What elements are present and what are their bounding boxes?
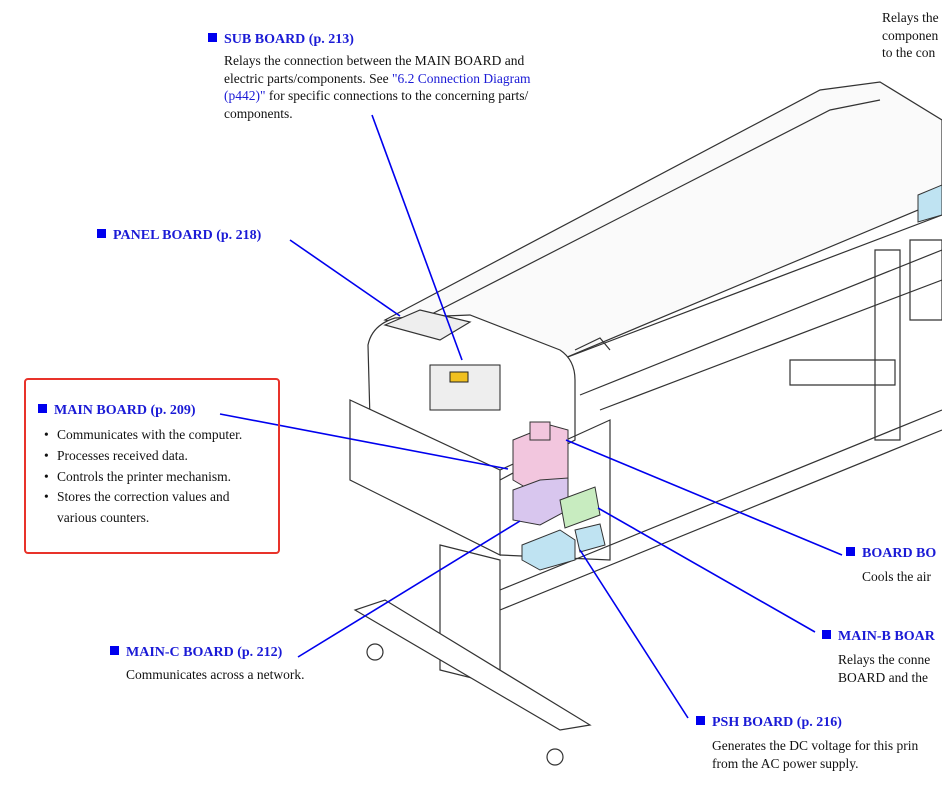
bullet-item: Stores the correction values and <box>44 487 242 508</box>
bullet-square-icon <box>846 547 855 556</box>
desc-line: Relays the connection between the MAIN B… <box>224 53 525 68</box>
psh-board-leader-line <box>579 549 689 719</box>
psh-board-desc: Generates the DC voltage for this prin f… <box>712 737 918 772</box>
main-c-board-link[interactable]: MAIN-C BOARD (p. 212) <box>126 645 283 660</box>
connection-diagram-link[interactable]: "6.2 Connection Diagram <box>391 70 531 86</box>
psh-board-link[interactable]: PSH BOARD (p. 216) <box>712 715 842 730</box>
bullet-item: Processes received data. <box>44 446 242 467</box>
main-board-highlight-box <box>24 378 280 554</box>
desc-line: electric parts/components. See <box>224 70 392 86</box>
main-c-board-desc: Communicates across a network. <box>126 667 305 682</box>
desc-line: Relays the conne <box>838 652 931 667</box>
desc-line: Generates the DC voltage for this prin <box>712 738 919 753</box>
main-c-board-heading[interactable]: MAIN-C BOARD (p. 212) <box>110 645 282 661</box>
sub-board-desc: Relays the connection between the MAIN B… <box>224 52 531 122</box>
psh-board-heading[interactable]: PSH BOARD (p. 216) <box>696 715 842 731</box>
board-bo-leader-line <box>565 439 843 556</box>
desc-line: Relays the <box>882 10 939 25</box>
connection-diagram-link-page[interactable]: (p442)" <box>224 88 266 103</box>
top-right-callout: Relays the componen to the con <box>882 9 939 62</box>
main-board-leader-line <box>219 413 509 470</box>
sub-board-heading[interactable]: SUB BOARD (p. 213) <box>208 32 354 48</box>
bullet-square-icon <box>208 33 217 42</box>
main-b-board-link[interactable]: MAIN-B BOAR <box>838 629 935 644</box>
desc-line: from the AC power supply. <box>712 755 859 771</box>
sub-board-leader-line <box>371 114 463 361</box>
bullet-square-icon <box>696 716 705 725</box>
desc-line: for specific connections to the concerni… <box>265 88 529 103</box>
panel-board-link[interactable]: PANEL BOARD (p. 218) <box>113 228 262 243</box>
bullet-item: Controls the printer mechanism. <box>44 467 242 488</box>
desc-line: components. <box>224 105 293 121</box>
board-bo-link[interactable]: BOARD BO <box>862 546 937 561</box>
panel-board-leader-line <box>289 239 401 317</box>
sub-board-link[interactable]: SUB BOARD (p. 213) <box>224 32 354 47</box>
panel-board-heading[interactable]: PANEL BOARD (p. 218) <box>97 228 261 244</box>
main-b-board-desc: Relays the conne BOARD and the <box>838 651 930 686</box>
bullet-square-icon <box>110 646 119 655</box>
bullet-square-icon <box>822 630 831 639</box>
bullet-item: Communicates with the computer. <box>44 425 242 446</box>
main-board-bullets: Communicates with the computer. Processe… <box>44 425 242 529</box>
main-board-heading[interactable]: MAIN BOARD (p. 209) <box>38 403 196 419</box>
bullet-item-continued: various counters. <box>57 510 150 526</box>
bullet-square-icon <box>97 229 106 238</box>
desc-line: BOARD and the <box>838 669 928 685</box>
main-board-link[interactable]: MAIN BOARD (p. 209) <box>54 403 196 418</box>
main-c-board-leader-line <box>297 520 521 658</box>
board-bo-desc: Cools the air <box>862 569 931 584</box>
main-b-board-leader-line <box>597 507 816 633</box>
main-b-board-heading[interactable]: MAIN-B BOAR <box>822 629 935 645</box>
desc-line: componen <box>882 27 939 43</box>
bullet-square-icon <box>38 404 47 413</box>
board-bo-heading[interactable]: BOARD BO <box>846 546 936 562</box>
desc-line: to the con <box>882 45 936 60</box>
